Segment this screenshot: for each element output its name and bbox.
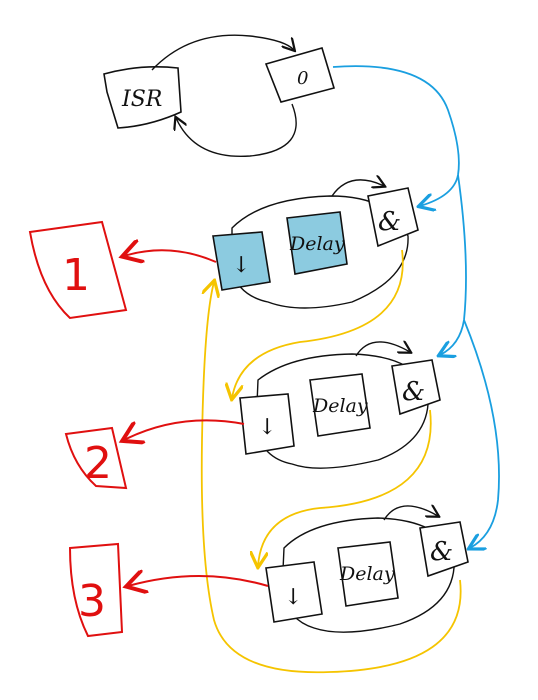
row3-and-label: & <box>430 537 453 567</box>
row2-group: ↓ Delay & <box>239 342 441 469</box>
row2-arrow-top <box>355 342 410 357</box>
zero-node: 0 <box>264 47 336 103</box>
row1-delay-label: Delay <box>289 233 345 255</box>
isr-node: ISR <box>103 66 182 129</box>
row1-and-label: & <box>378 207 401 237</box>
output-2-label: 2 <box>84 438 112 489</box>
row2-and-box <box>391 359 441 416</box>
row1-down-box <box>212 231 271 291</box>
isr-label: ISR <box>121 87 162 112</box>
row1-loop <box>231 195 409 309</box>
yellow-arrow-3-to-1 <box>200 282 462 674</box>
row1-delay-box <box>286 211 348 275</box>
row2-loop <box>255 353 429 469</box>
row3-down-box <box>265 561 323 623</box>
row1-group: ↓ Delay & <box>212 180 419 309</box>
row2-delay-label: Delay <box>312 395 368 417</box>
output-1: 1 <box>28 220 128 320</box>
row2-and-label: & <box>402 377 425 407</box>
blue-arrow-row1 <box>332 65 460 206</box>
output-3-label: 3 <box>78 576 106 627</box>
output-2: 2 <box>64 426 128 490</box>
row3-down-label: ↓ <box>284 585 302 610</box>
red-arrow-1 <box>124 250 217 262</box>
row1-and-box <box>367 187 419 248</box>
zero-label: 0 <box>297 68 308 89</box>
output-1-label: 1 <box>62 250 90 301</box>
row3-delay-box <box>337 541 399 607</box>
row2-down-box <box>239 393 295 455</box>
blue-arrow-row3 <box>463 319 500 548</box>
row3-loop <box>281 517 455 633</box>
row2-delay-box <box>309 373 371 437</box>
row1-arrow-top <box>331 180 384 197</box>
row3-group: ↓ Delay & <box>265 506 469 633</box>
isr-to-zero-arrow <box>151 34 294 71</box>
row3-arrow-top <box>383 506 438 521</box>
zero-to-isr-arrow <box>176 103 297 158</box>
output-3: 3 <box>68 542 124 638</box>
blue-arrow-row2 <box>440 174 467 355</box>
yellow-arrow-1-to-2 <box>232 249 404 398</box>
red-arrow-3 <box>128 576 269 586</box>
row1-down-label: ↓ <box>232 253 250 278</box>
yellow-arrow-2-to-3 <box>258 409 432 566</box>
row2-down-label: ↓ <box>258 415 276 440</box>
red-arrow-2 <box>124 419 245 440</box>
row3-delay-label: Delay <box>339 563 395 585</box>
row3-and-box <box>419 521 469 578</box>
